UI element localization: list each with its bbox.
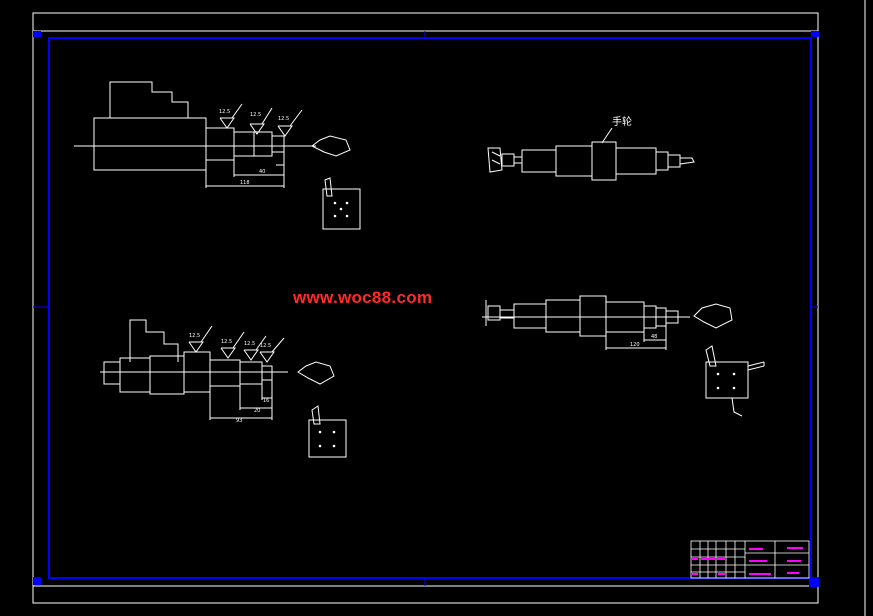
dim-20: 20	[254, 408, 260, 414]
handwheel-label: 手轮	[612, 115, 632, 128]
roughness-5: 12.5	[221, 339, 232, 345]
paper-frame	[32, 30, 819, 587]
dim-48: 48	[651, 334, 657, 340]
title-block	[690, 540, 810, 579]
outer-frame	[32, 12, 819, 604]
roughness-1: 12.5	[219, 109, 230, 115]
blue-border	[48, 37, 812, 579]
roughness-4: 12.5	[189, 333, 200, 339]
dim-118: 118	[240, 180, 250, 186]
watermark: www.woc88.com	[293, 288, 433, 307]
roughness-7: 12.5	[260, 343, 271, 349]
roughness-3: 12.5	[278, 116, 289, 122]
dim-16: 16	[263, 398, 269, 404]
title-block-marks	[692, 547, 803, 575]
roughness-2: 12.5	[250, 112, 261, 118]
drawing-top-right	[487, 127, 695, 181]
dim-93: 93	[236, 418, 242, 424]
dim-120: 120	[630, 342, 640, 348]
drawing-top-left	[74, 81, 361, 230]
roughness-6: 12.5	[244, 341, 255, 347]
dim-40: 40	[259, 169, 265, 175]
drawing-bottom-right	[482, 295, 765, 417]
drawing-bottom-left	[100, 319, 347, 458]
